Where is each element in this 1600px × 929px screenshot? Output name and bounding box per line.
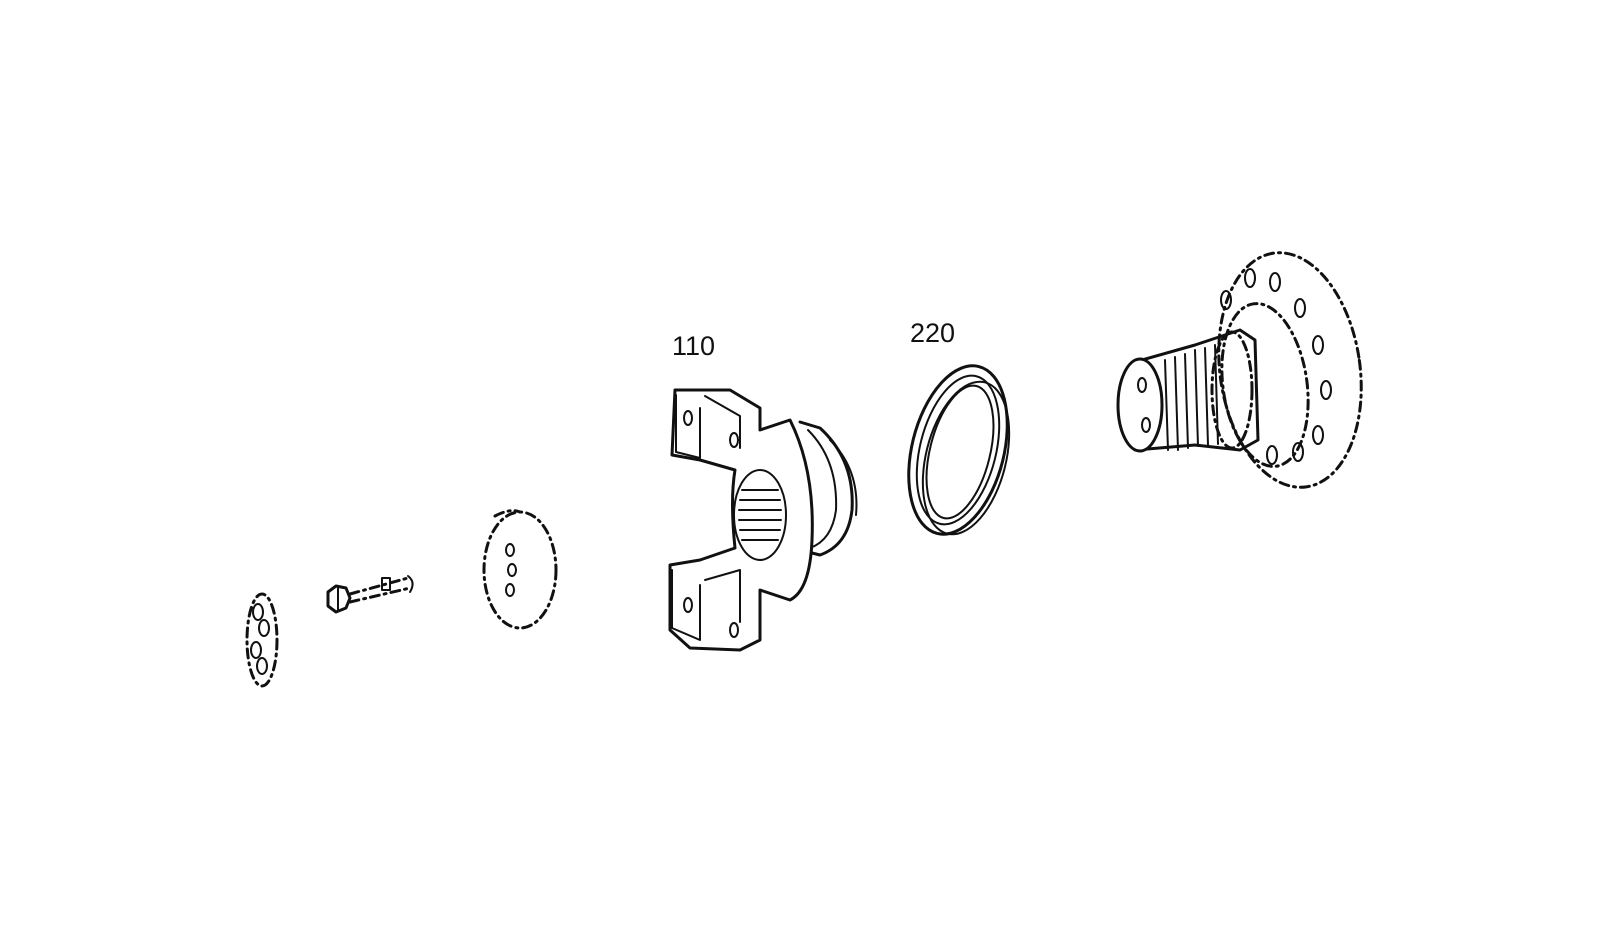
hex-bolt [326,575,414,614]
yoke-flange [668,388,858,652]
cover-disc [482,509,558,630]
retaining-plate [245,592,279,688]
output-shaft-hub [1116,251,1363,489]
callout-220: 220 [910,318,956,348]
shaft-seal-ring [907,364,1011,536]
callout-110: 110 [672,331,716,361]
